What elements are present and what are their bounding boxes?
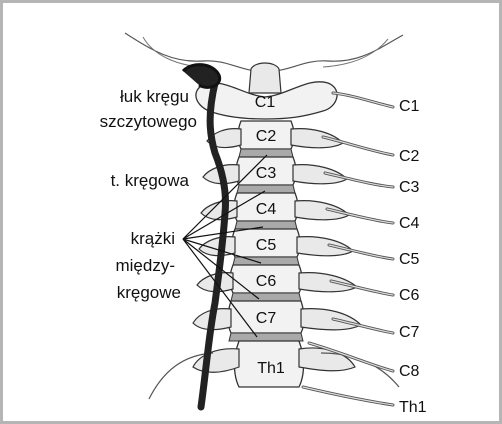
nerve-label-c5: C5 — [399, 251, 420, 268]
label-discs-line3: kręgowe — [117, 283, 181, 302]
nerve-label-c6: C6 — [399, 287, 420, 304]
nerve-label-c1: C1 — [399, 98, 420, 115]
label-vertebral-artery: t. kręgowa — [111, 171, 190, 190]
disc-c4-c5 — [235, 221, 297, 229]
label-atlas-arch-line2: szczytowego — [100, 112, 197, 131]
nerve-label-c3: C3 — [399, 179, 420, 196]
nerve-label-c4: C4 — [399, 215, 420, 232]
nerve-label-th1: Th1 — [399, 399, 427, 416]
nerve-label-c8: C8 — [399, 363, 420, 380]
disc-c6-c7 — [231, 293, 301, 301]
vertebra-c7-shape — [193, 301, 361, 333]
vertebra-label-c1: C1 — [255, 94, 276, 111]
vertebra-label-c3: C3 — [256, 165, 277, 182]
nerve-label-c2: C2 — [399, 148, 420, 165]
vertebra-label-c4: C4 — [256, 201, 277, 218]
nerve-label-c7: C7 — [399, 324, 420, 341]
label-discs-line2: między- — [115, 256, 175, 275]
vertebral-artery-atlas-loop — [183, 65, 220, 88]
disc-c3-c4 — [237, 185, 295, 193]
skull-occipital-right — [323, 39, 388, 67]
vertebra-label-c7: C7 — [256, 310, 277, 327]
disc-c5-c6 — [233, 257, 299, 265]
vertebra-label-c5: C5 — [256, 237, 277, 254]
cervical-spine-diagram: C1 C2 C3 C4 C5 C6 C7 Th1 C1 C2 C3 C4 C5 … — [3, 3, 499, 421]
vertebra-label-c6: C6 — [256, 273, 277, 290]
label-discs-line1: krążki — [131, 229, 175, 248]
vertebra-label-th1: Th1 — [257, 360, 285, 377]
skull-occipital-left — [143, 37, 208, 67]
disc-c7-th1 — [229, 333, 303, 341]
vertebra-label-c2: C2 — [256, 128, 277, 145]
label-atlas-arch-line1: łuk kręgu — [120, 87, 189, 106]
